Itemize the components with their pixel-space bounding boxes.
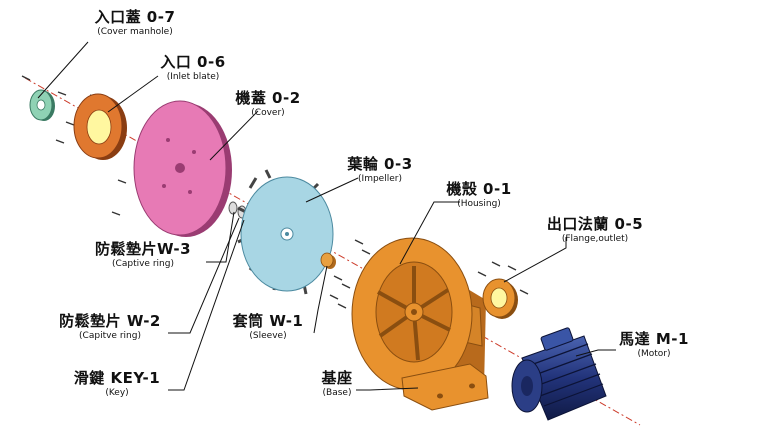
part-name: 入口蓋 0-7 xyxy=(94,8,176,26)
part-name: 入口 0-6 xyxy=(160,53,226,71)
part-desc: (Impeller) xyxy=(358,174,402,184)
part-desc: (Base) xyxy=(322,388,352,398)
part-desc: (Flange,outlet) xyxy=(561,234,629,244)
label-inlet-plate: 入口 0-6 (Inlet blate) xyxy=(150,53,236,83)
motor-part xyxy=(511,327,607,421)
impeller-part xyxy=(237,169,334,295)
part-desc: (Housing) xyxy=(457,199,501,209)
part-desc: (Key) xyxy=(105,388,129,398)
sleeve-part xyxy=(320,252,336,269)
part-desc: (Capitve ring) xyxy=(79,331,141,341)
cover-manhole-part xyxy=(29,89,55,121)
label-impeller: 葉輪 0-3 (Impeller) xyxy=(336,155,424,185)
part-desc: (Cover manhole) xyxy=(97,27,173,37)
base-part xyxy=(401,363,489,411)
part-name: 機蓋 0-2 xyxy=(235,89,301,107)
part-name: 滑鍵 KEY-1 xyxy=(73,369,161,387)
part-name: 基座 xyxy=(321,369,353,387)
part-desc: (Cover) xyxy=(251,108,285,118)
part-desc: (Sleeve) xyxy=(249,331,287,341)
label-key: 滑鍵 KEY-1 (Key) xyxy=(64,369,170,399)
label-cover: 機蓋 0-2 (Cover) xyxy=(224,89,312,119)
label-base: 基座 (Base) xyxy=(314,369,360,399)
part-name: 馬達 M-1 xyxy=(619,330,689,348)
flange-outlet-part xyxy=(482,278,518,319)
part-name: 出口法蘭 0-5 xyxy=(546,215,644,233)
part-name: 套筒 W-1 xyxy=(232,312,304,330)
leader-lines xyxy=(37,41,616,391)
label-housing: 機殼 0-1 (Housing) xyxy=(434,180,524,210)
label-cover-manhole: 入口蓋 0-7 (Cover manhole) xyxy=(82,8,188,38)
part-name: 葉輪 0-3 xyxy=(347,155,413,173)
label-captive-ring-w3: 防鬆墊片W-3 (Captive ring) xyxy=(82,240,204,270)
part-desc: (Motor) xyxy=(637,349,671,359)
label-motor: 馬達 M-1 (Motor) xyxy=(612,330,696,360)
part-name: 防鬆墊片W-3 xyxy=(94,240,192,258)
part-name: 防鬆墊片 W-2 xyxy=(59,312,161,330)
cover-part xyxy=(133,100,232,237)
part-desc: (Inlet blate) xyxy=(166,72,220,82)
part-name: 機殼 0-1 xyxy=(446,180,512,198)
label-flange-outlet: 出口法蘭 0-5 (Flange,outlet) xyxy=(532,215,658,245)
label-sleeve: 套筒 W-1 (Sleeve) xyxy=(222,312,314,342)
label-captive-ring-w2: 防鬆墊片 W-2 (Capitve ring) xyxy=(48,312,172,342)
part-desc: (Captive ring) xyxy=(112,259,174,269)
